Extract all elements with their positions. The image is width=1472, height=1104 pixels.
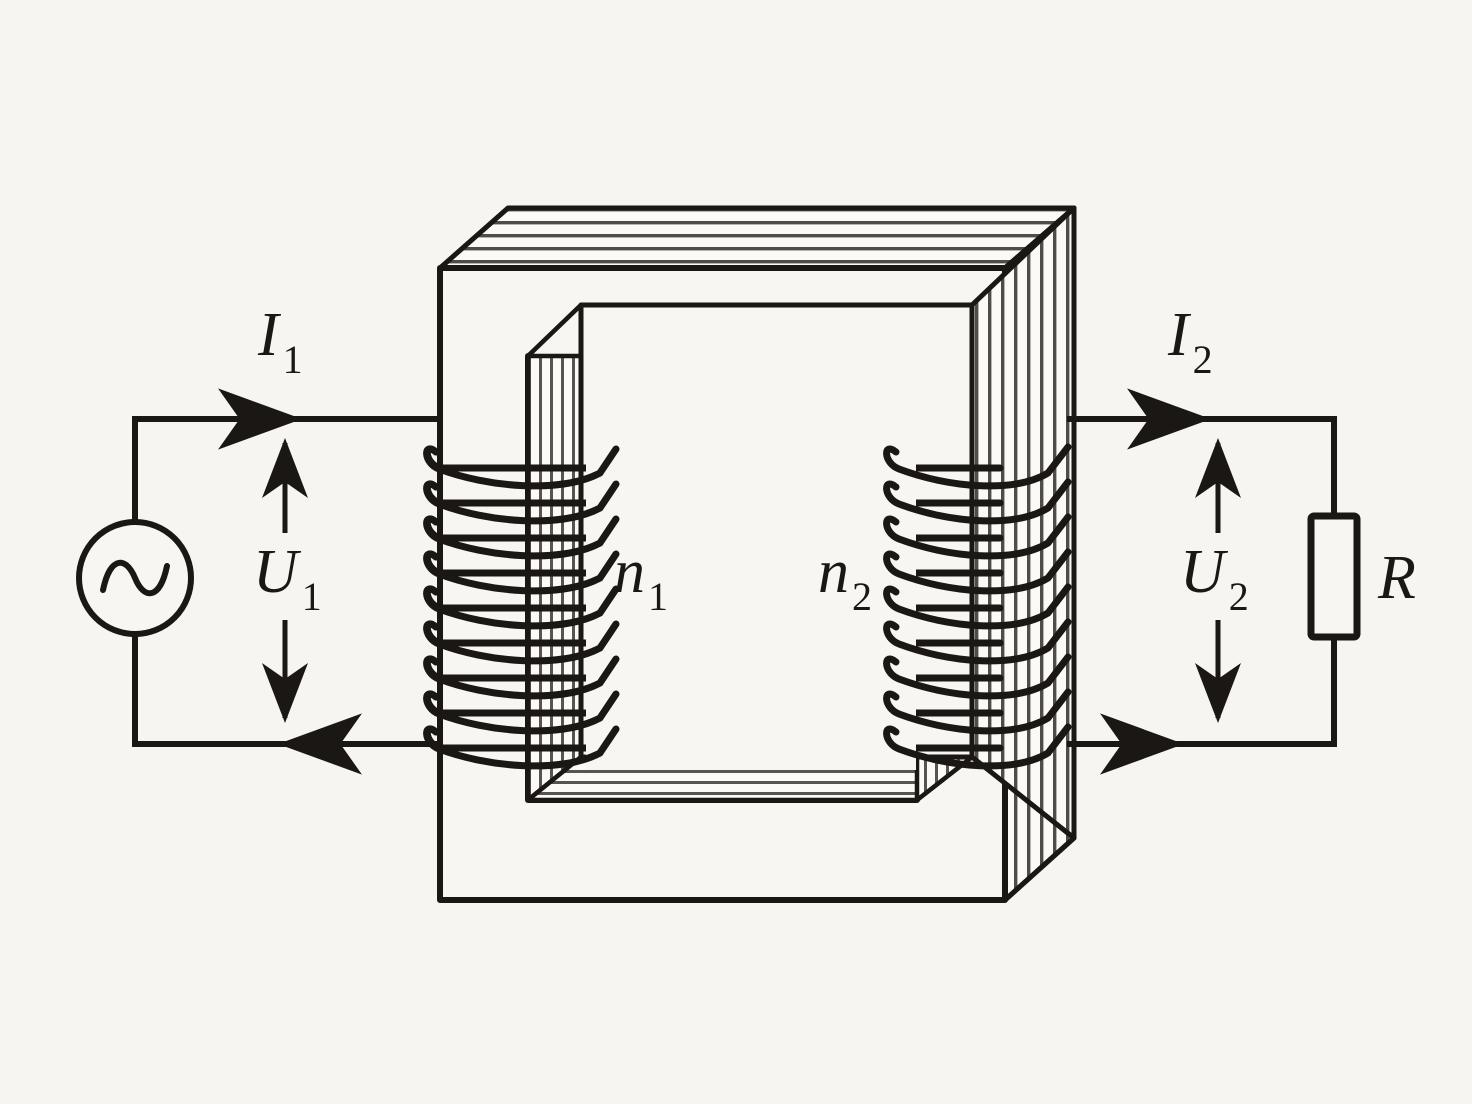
primary-winding-turns: [423, 445, 620, 770]
ac-voltage-source[interactable]: [76, 519, 194, 637]
sine-wave-icon: [100, 559, 170, 597]
primary-winding-visible: [586, 430, 916, 770]
label-secondary-turns: n2: [818, 538, 872, 619]
secondary-winding-turns: [883, 443, 1072, 770]
label-primary-turns: n1: [614, 538, 668, 619]
label-load-resistor: R: [1377, 544, 1416, 612]
core-top-face: [437, 205, 1077, 271]
load-resistor[interactable]: [1307, 512, 1361, 641]
